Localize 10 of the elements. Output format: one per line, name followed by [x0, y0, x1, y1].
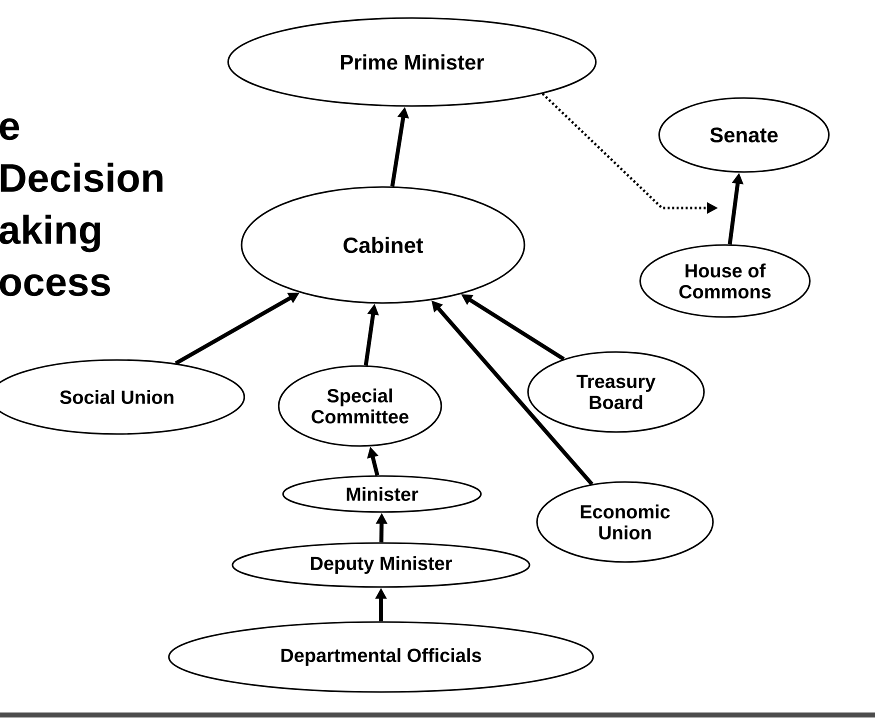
- ellipse-node: Treasury Board: [527, 351, 705, 433]
- ellipse-node: Minister: [282, 475, 482, 513]
- ellipse-node: Departmental Officials: [168, 621, 594, 693]
- ellipse-node: Senate: [658, 97, 830, 173]
- ellipse-node: Prime Minister: [227, 17, 597, 107]
- ellipse-node: Cabinet: [240, 186, 526, 304]
- ellipse-node: Special Committee: [278, 365, 442, 447]
- ellipse-node: Economic Union: [536, 481, 714, 563]
- ellipse-node: House of Commons: [639, 244, 811, 318]
- ellipse-node: Deputy Minister: [232, 542, 530, 588]
